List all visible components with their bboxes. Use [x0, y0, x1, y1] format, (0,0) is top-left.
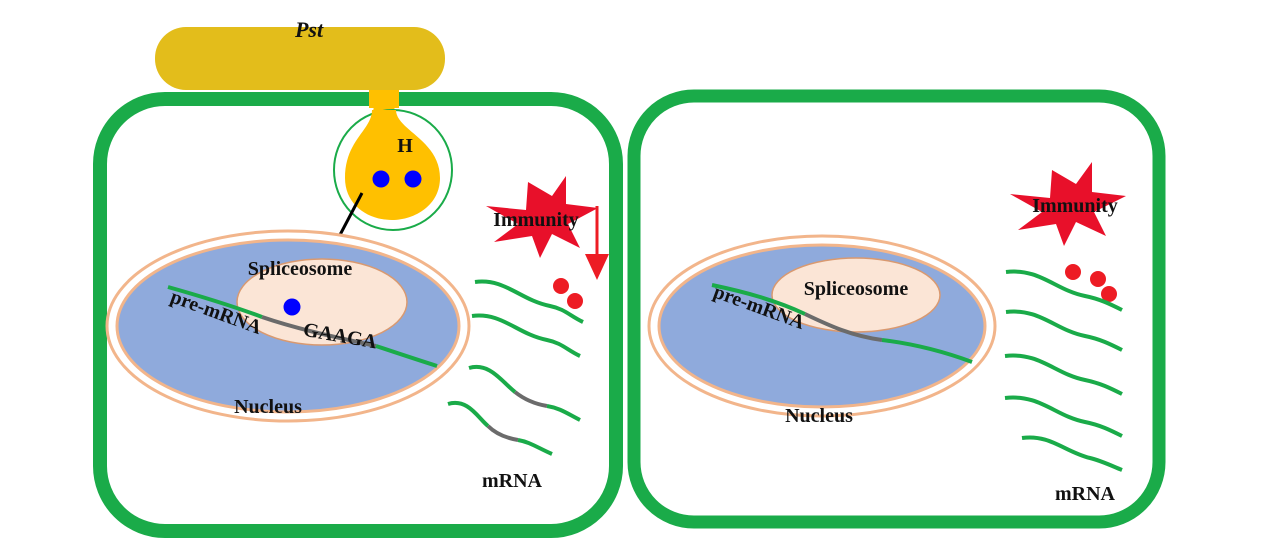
pre-mrna-exon [881, 338, 973, 364]
mrna-strand [1021, 435, 1123, 472]
left-cell: Pst H Spliceosome pre-mRNA GAAGA Nucleus… [93, 17, 623, 538]
pre-mrna-exon [167, 285, 263, 319]
nucleus-label: Nucleus [234, 396, 302, 418]
pst-pathogen [155, 27, 445, 90]
effector-dot-nucleus [283, 298, 301, 316]
mrna-strand-retained-intron [447, 400, 553, 456]
mrna-label: mRNA [482, 470, 543, 492]
immune-signal-dot [553, 278, 569, 294]
pst-label: Pst [294, 17, 324, 42]
haustorium-label: H [397, 135, 413, 157]
spliceosome [771, 257, 941, 333]
mrna-strand [1004, 353, 1123, 396]
mrna-strand-retained-intron [468, 364, 581, 422]
immunity-burst [486, 176, 598, 258]
mrna-strand [471, 313, 581, 358]
mrna-strand [474, 279, 584, 324]
immunity-burst [1010, 162, 1126, 246]
right-cell: Spliceosome pre-mRNA Nucleus Immunity mR… [627, 89, 1166, 529]
immune-signal-dot [1101, 286, 1117, 302]
haustorium [345, 110, 440, 220]
pre-mrna-intron [261, 315, 377, 348]
immune-signal-dot [567, 293, 583, 309]
mrna-strand [1005, 269, 1123, 312]
nucleus-label: Nucleus [785, 405, 853, 427]
effector-dot [404, 170, 422, 188]
pre-mrna-exon [375, 344, 438, 368]
spliceosome-label: Spliceosome [248, 258, 353, 280]
mrna-strand [1005, 309, 1123, 352]
immunity-label: Immunity [493, 209, 579, 231]
immune-signal-dot [1090, 271, 1106, 287]
decrease-arrow-head [585, 254, 609, 280]
pre-mrna-intron [804, 312, 883, 342]
spliceosome-label: Spliceosome [804, 278, 909, 300]
pre-mrna-exon [711, 283, 806, 316]
mrna-strand [1004, 395, 1123, 438]
immunity-label: Immunity [1032, 195, 1118, 217]
mrna-label: mRNA [1055, 483, 1116, 505]
haustorium-neck [369, 90, 399, 108]
immune-signal-dot [1065, 264, 1081, 280]
effector-dot [372, 170, 390, 188]
